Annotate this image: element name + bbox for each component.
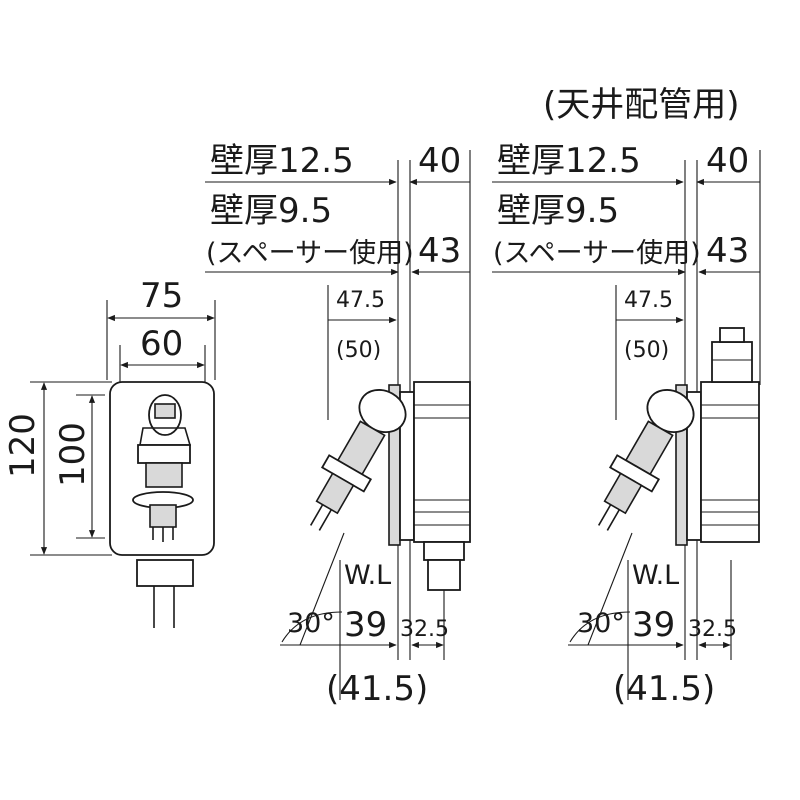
depth-a-dimension: 40	[418, 141, 461, 181]
wall-thickness-a-label: 壁厚12.5	[210, 141, 354, 181]
side-view-2: 壁厚12.5 40 壁厚9.5 (スペーサー使用) 43 47.5 (50)	[492, 141, 761, 709]
width-outer-dimension: 75	[140, 276, 183, 316]
pipe-nut	[136, 559, 194, 587]
spout-depth-alt-dimension: (41.5)	[326, 669, 428, 709]
depth-b-dimension: 43	[706, 231, 749, 271]
depth-a-dimension: 40	[706, 141, 749, 181]
offset-top-dimension: 47.5	[624, 288, 673, 313]
box-depth-dimension: 32.5	[688, 617, 737, 642]
wall-thickness-b-label: 壁厚9.5	[497, 191, 619, 231]
water-level-label: W.L	[632, 560, 679, 591]
ceiling-piping-note: (天井配管用)	[543, 85, 740, 125]
spout-depth-alt-dimension: (41.5)	[613, 669, 715, 709]
wall-thickness-a-label: 壁厚12.5	[497, 141, 641, 181]
depth-b-dimension: 43	[418, 231, 461, 271]
spacer-note: (スペーサー使用)	[206, 238, 414, 269]
ceiling-pipe-connector	[711, 341, 753, 383]
height-outer-dimension: 120	[3, 413, 43, 478]
offset-top-alt-dimension: (50)	[336, 338, 381, 363]
box-depth-dimension: 32.5	[400, 617, 449, 642]
offset-top-alt-dimension: (50)	[624, 338, 669, 363]
width-inner-dimension: 60	[140, 324, 183, 364]
front-view: 75 60 120 100	[3, 276, 216, 628]
spout-depth-dimension: 39	[344, 605, 387, 645]
spacer-note: (スペーサー使用)	[493, 238, 701, 269]
water-level-label: W.L	[344, 560, 391, 591]
wall-thickness-b-label: 壁厚9.5	[210, 191, 332, 231]
height-inner-dimension: 100	[53, 422, 93, 487]
mounting-box	[700, 381, 760, 543]
pipe-connector	[427, 559, 461, 591]
offset-top-dimension: 47.5	[336, 288, 385, 313]
side-view-1: 壁厚12.5 40 壁厚9.5 (スペーサー使用) 43 47.5 (50)	[205, 141, 471, 709]
mounting-box	[413, 381, 471, 543]
spout-depth-dimension: 39	[632, 605, 675, 645]
